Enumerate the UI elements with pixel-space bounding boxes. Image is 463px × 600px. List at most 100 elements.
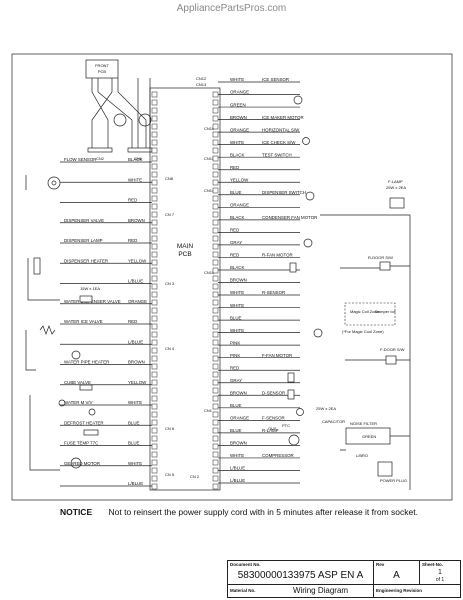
watermark: AppliancePartsPros.com (176, 3, 287, 14)
left-wire-color: BLACK (128, 157, 142, 162)
right-wire-label: ICE CHECK S/W (262, 140, 296, 145)
pin (151, 259, 158, 266)
pin (212, 91, 219, 98)
pin (212, 363, 219, 370)
engineering-revision-cell: Engineering Revision (374, 585, 460, 597)
pin (212, 379, 219, 386)
cn13-label: CN13 (196, 82, 207, 87)
pin (151, 219, 158, 226)
right-wire-label: CONDENSER FAN MOTOR (262, 215, 317, 220)
pin (212, 299, 219, 306)
pin (151, 475, 158, 482)
far-right-components: F-LAMP 25W x 2EA R-DOOR S/W Magic Coil Z… (268, 179, 411, 490)
dispenser-heater-icon (79, 295, 93, 303)
right-wire-color: BLACK (230, 215, 244, 220)
green-label: GREEN (362, 434, 376, 439)
pin (212, 451, 219, 458)
magic-coil-box (344, 302, 396, 326)
right-wire-color: WHITE (230, 453, 244, 458)
pin (151, 363, 158, 370)
right-wire-color: BROWN (230, 115, 247, 120)
pin (212, 211, 219, 218)
water-mvv-icon (88, 408, 96, 416)
right-wire-label: COMPRESSOR (262, 453, 294, 458)
pin (212, 99, 219, 106)
pin (151, 91, 158, 98)
right-motor-symbols (287, 95, 323, 446)
left-wire-color: L/BLUE (128, 279, 143, 284)
pin (212, 475, 219, 482)
right-wire-label: HORIZONTAL S/W (262, 127, 300, 132)
material-no-label: Material No. (230, 588, 256, 593)
left-components: 15W x 1EA (25, 175, 100, 471)
left-wire-color: WHITE (128, 400, 142, 405)
left-pin-column (151, 91, 158, 490)
pin (212, 459, 219, 466)
left-wire-color: RED (128, 198, 137, 203)
f-door-switch-icon (385, 355, 397, 365)
main-pcb-label-2: PCB (178, 251, 191, 258)
left-wire-color: ORANGE (128, 299, 147, 304)
pin (151, 379, 158, 386)
right-wire-color: YELLOW (230, 177, 249, 182)
pin (212, 259, 219, 266)
pin (212, 235, 219, 242)
l-bro-label: L/BRO (356, 453, 368, 458)
sheet-cell: Sheet-No. 1 of 1 (420, 561, 460, 585)
right-wire-label: DISPENSER SWITCH (262, 190, 306, 195)
left-wire-color: BROWN (128, 360, 145, 365)
pin (212, 339, 219, 346)
pin (212, 131, 219, 138)
front-pcb-label-2: PCB (98, 69, 107, 74)
pin (151, 243, 158, 250)
pin (212, 195, 219, 202)
pin (151, 451, 158, 458)
right-wire-color: WHITE (230, 328, 244, 333)
right-wire-color: ORANGE (230, 416, 249, 421)
pin (151, 179, 158, 186)
pin (151, 387, 158, 394)
f-sensor-icon (287, 389, 295, 400)
r-door-switch-icon (379, 261, 391, 271)
right-wire-label: R-LAMP (262, 428, 279, 433)
left-wire-color: BLUE (128, 420, 140, 425)
pin (151, 323, 158, 330)
document-no-value: 58300000133975 ASP EN A (237, 570, 364, 581)
pin (212, 331, 219, 338)
magic-coil-label: Magic Coil Zone (350, 309, 380, 314)
right-wire-color: BLUE (230, 428, 242, 433)
right-wire-color: GREEN (230, 102, 246, 107)
pin (212, 395, 219, 402)
right-wire-color: RED (230, 365, 239, 370)
ice-maker-motor-icon (293, 95, 303, 105)
left-wire-color: L/BLUE (128, 339, 143, 344)
pin (212, 275, 219, 282)
left-wire-label: CUBE VALVE (64, 380, 91, 385)
cn10-label: CN10 (204, 126, 215, 131)
right-wire-color: BLACK (230, 152, 244, 157)
pin (151, 123, 158, 130)
ptc-label: PTC (282, 423, 290, 428)
sheet-value: 1 (438, 569, 442, 576)
pin (212, 307, 219, 314)
front-pcb-label-1: FRONT (95, 63, 109, 68)
pin (151, 203, 158, 210)
cn1-label: CN1 (204, 408, 213, 413)
document-no-label: Document No. (230, 562, 261, 567)
pin (212, 427, 219, 434)
pin (151, 171, 158, 178)
pin (151, 467, 158, 474)
right-wire-label: R-SENSOR (262, 290, 285, 295)
pin (212, 251, 219, 258)
cn12-label: CN12 (196, 76, 207, 81)
pin (212, 419, 219, 426)
cn3-label: CN 3 (165, 281, 175, 286)
cn15-label: CN15 (204, 270, 215, 275)
right-wire-color: RED (230, 228, 239, 233)
material-no-value: Wiring Diagram (292, 586, 349, 595)
left-wire-color: WHITE (128, 177, 142, 182)
right-wire-color: ORANGE (230, 127, 249, 132)
pin (151, 331, 158, 338)
